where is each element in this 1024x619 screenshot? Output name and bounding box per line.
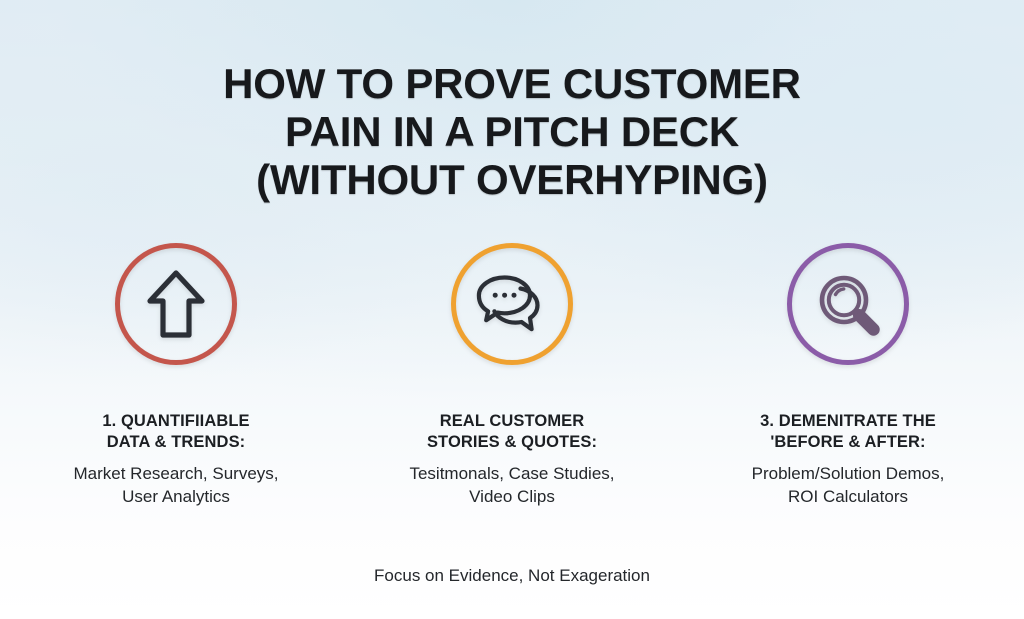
column-heading-2-line-1: REAL CUSTOMER bbox=[439, 412, 585, 430]
title-line-3: (WITHOUT OVERHYPING) bbox=[256, 156, 768, 204]
column-quantifiable-data: 1. QUANTIFIIABLE DATA & TRENDS: Market R… bbox=[8, 243, 344, 508]
footer-tagline: Focus on Evidence, Not Exageration bbox=[374, 566, 650, 585]
column-heading-3-line-1: 3. DEMENITRATE THE bbox=[760, 412, 936, 430]
column-customer-stories: REAL CUSTOMER STORIES & QUOTES: Tesitmon… bbox=[344, 243, 680, 508]
speech-bubbles-icon bbox=[475, 271, 549, 337]
title-line-1: HOW TO PROVE CUSTOMER bbox=[223, 60, 801, 108]
column-heading-1-line-1: 1. QUANTIFIIABLE bbox=[102, 412, 250, 430]
up-arrow-icon bbox=[145, 268, 207, 340]
title-line-2: PAIN IN A PITCH DECK bbox=[284, 108, 740, 156]
column-detail-2-line-2: Video Clips bbox=[469, 487, 555, 506]
column-detail-3: Problem/Solution Demos, ROI Calculators bbox=[752, 462, 945, 508]
icon-ring-3 bbox=[787, 243, 909, 365]
column-heading-3: 3. DEMENITRATE THE 'BEFORE & AFTER: bbox=[760, 411, 936, 453]
column-before-after: 3. DEMENITRATE THE 'BEFORE & AFTER: Prob… bbox=[680, 243, 1016, 508]
column-heading-1-line-2: DATA & TRENDS: bbox=[106, 433, 246, 451]
column-detail-3-line-1: Problem/Solution Demos, bbox=[751, 464, 945, 483]
page-title: HOW TO PROVE CUSTOMER PAIN IN A PITCH DE… bbox=[0, 60, 1024, 204]
column-detail-1-line-1: Market Research, Surveys, bbox=[73, 464, 279, 483]
column-heading-2: REAL CUSTOMER STORIES & QUOTES: bbox=[427, 411, 597, 453]
column-heading-2-line-2: STORIES & QUOTES: bbox=[426, 433, 598, 451]
magnifying-glass-icon bbox=[812, 268, 884, 340]
column-heading-1: 1. QUANTIFIIABLE DATA & TRENDS: bbox=[102, 411, 249, 453]
column-detail-1: Market Research, Surveys, User Analytics bbox=[73, 462, 278, 508]
column-detail-1-line-2: User Analytics bbox=[122, 487, 230, 506]
column-detail-3-line-2: ROI Calculators bbox=[788, 487, 908, 506]
column-detail-2-line-1: Tesitmonals, Case Studies, bbox=[409, 464, 615, 483]
column-heading-3-line-2: 'BEFORE & AFTER: bbox=[770, 433, 926, 451]
icon-ring-2 bbox=[451, 243, 573, 365]
icon-ring-1 bbox=[115, 243, 237, 365]
columns-group: 1. QUANTIFIIABLE DATA & TRENDS: Market R… bbox=[0, 243, 1024, 508]
column-detail-2: Tesitmonals, Case Studies, Video Clips bbox=[409, 462, 614, 508]
